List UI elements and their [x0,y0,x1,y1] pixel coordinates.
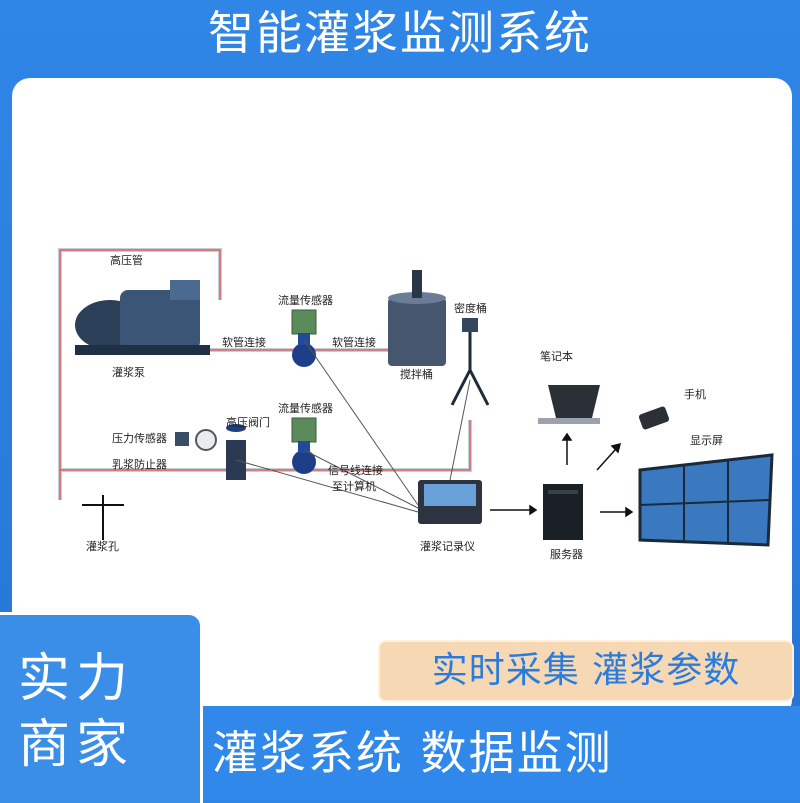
label-high-pressure-valve: 高压阀门 [226,415,270,429]
label-backflow-preventer: 乳浆防止器 [112,457,167,471]
mixing-bucket-icon [388,270,446,366]
label-hose-connect-left: 软管连接 [222,335,266,349]
grout-recorder-icon [418,480,482,524]
display-screen-icon [638,453,774,547]
diagram-panel [12,78,792,718]
label-pressure-sensor: 压力传感器 [112,432,167,445]
density-bucket-icon [450,318,490,406]
label-phone: 手机 [684,387,706,401]
label-density-bucket: 密度桶 [454,301,487,315]
label-flow-sensor-top: 流量传感器 [278,293,333,307]
flow-sensor-top-icon [291,309,317,367]
signal-lines [235,339,471,513]
label-grout-recorder: 灌浆记录仪 [420,539,475,553]
bottom-banner [200,706,800,800]
pressure-gauge-icon [175,429,217,451]
realtime-collection-banner: 实时采集 灌浆参数 [378,640,794,702]
strength-merchant-badge: 实力 商家 [0,612,203,803]
label-signal-line-1: 信号线连接 [328,463,383,477]
flow-sensor-bottom-icon [291,417,317,474]
high-pressure-valve-icon [226,424,246,480]
bottom-banner-text: 灌浆系统 数据监测 [212,726,613,780]
label-high-pressure-pipe: 高压管 [110,253,143,267]
grout-hole-icon [82,495,124,540]
badge-line-1: 实力 [18,649,135,709]
phone-icon [638,406,670,430]
server-icon [543,484,583,540]
label-signal-line-2: 至计算机 [332,479,376,493]
page-title: 智能灌浆监测系统 [208,6,592,60]
label-flow-sensor-bottom: 流量传感器 [278,401,333,415]
laptop-icon [538,385,600,424]
label-mixing-bucket: 搅拌桶 [400,367,433,381]
label-grout-hole: 灌浆孔 [86,539,119,553]
arrow-server-to-phone [596,449,616,471]
flow-arrows [490,432,634,518]
label-server: 服务器 [550,548,583,561]
label-laptop: 笔记本 [540,349,573,363]
label-hose-connect-right: 软管连接 [332,335,376,349]
label-display-screen: 显示屏 [690,434,723,447]
badge-line-2: 商家 [18,715,135,775]
label-grout-pump: 灌浆泵 [112,365,145,379]
grout-pump-icon [75,280,210,355]
realtime-collection-text: 实时采集 灌浆参数 [431,650,741,691]
